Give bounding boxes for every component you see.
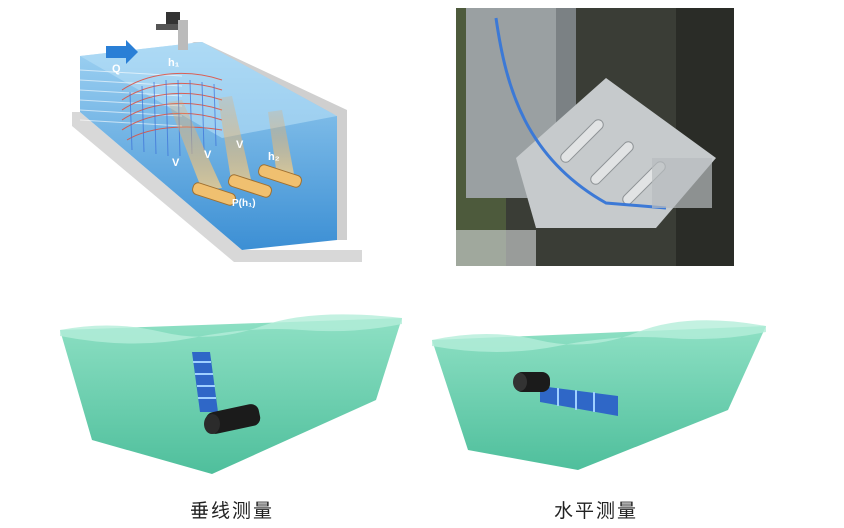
caption-vertical-measurement: 垂线测量 [189,500,274,522]
flow-arrow-icon [106,40,138,64]
label-flow: Q [112,63,121,75]
label-p: P(h₁) [232,198,256,209]
label-v3: V [236,139,244,151]
horizontal-beam [540,386,618,416]
flow-lines [79,69,183,127]
water-surface [432,320,766,352]
grating [456,230,536,266]
vertical-beam [192,352,218,412]
label-v1: V [172,157,180,169]
beam-3 [268,110,294,176]
water-body [60,318,402,474]
label-v2: V [204,149,212,161]
cable [494,17,667,210]
level-sensor [156,12,188,50]
channel-diagram: Q h₁ h₂ V V V P(h₁) [72,0,362,262]
sensor-bottom [204,404,261,434]
channel-wall-front [72,112,362,262]
sensor-side [513,372,550,392]
label-h2: h₂ [268,151,280,163]
beam-1 [168,100,222,190]
caption-horizontal-measurement: 水平测量 [553,500,638,522]
label-h1: h₁ [168,57,180,69]
water-surface [60,314,402,344]
installation-photo [456,8,734,266]
sensor-bars [192,164,302,206]
beam-2 [218,96,252,186]
horizontal-measurement-diagram [428,300,768,480]
velocity-profile [121,73,223,141]
vertical-measurement-diagram [52,300,412,480]
velocity-profile-blue [129,79,217,157]
